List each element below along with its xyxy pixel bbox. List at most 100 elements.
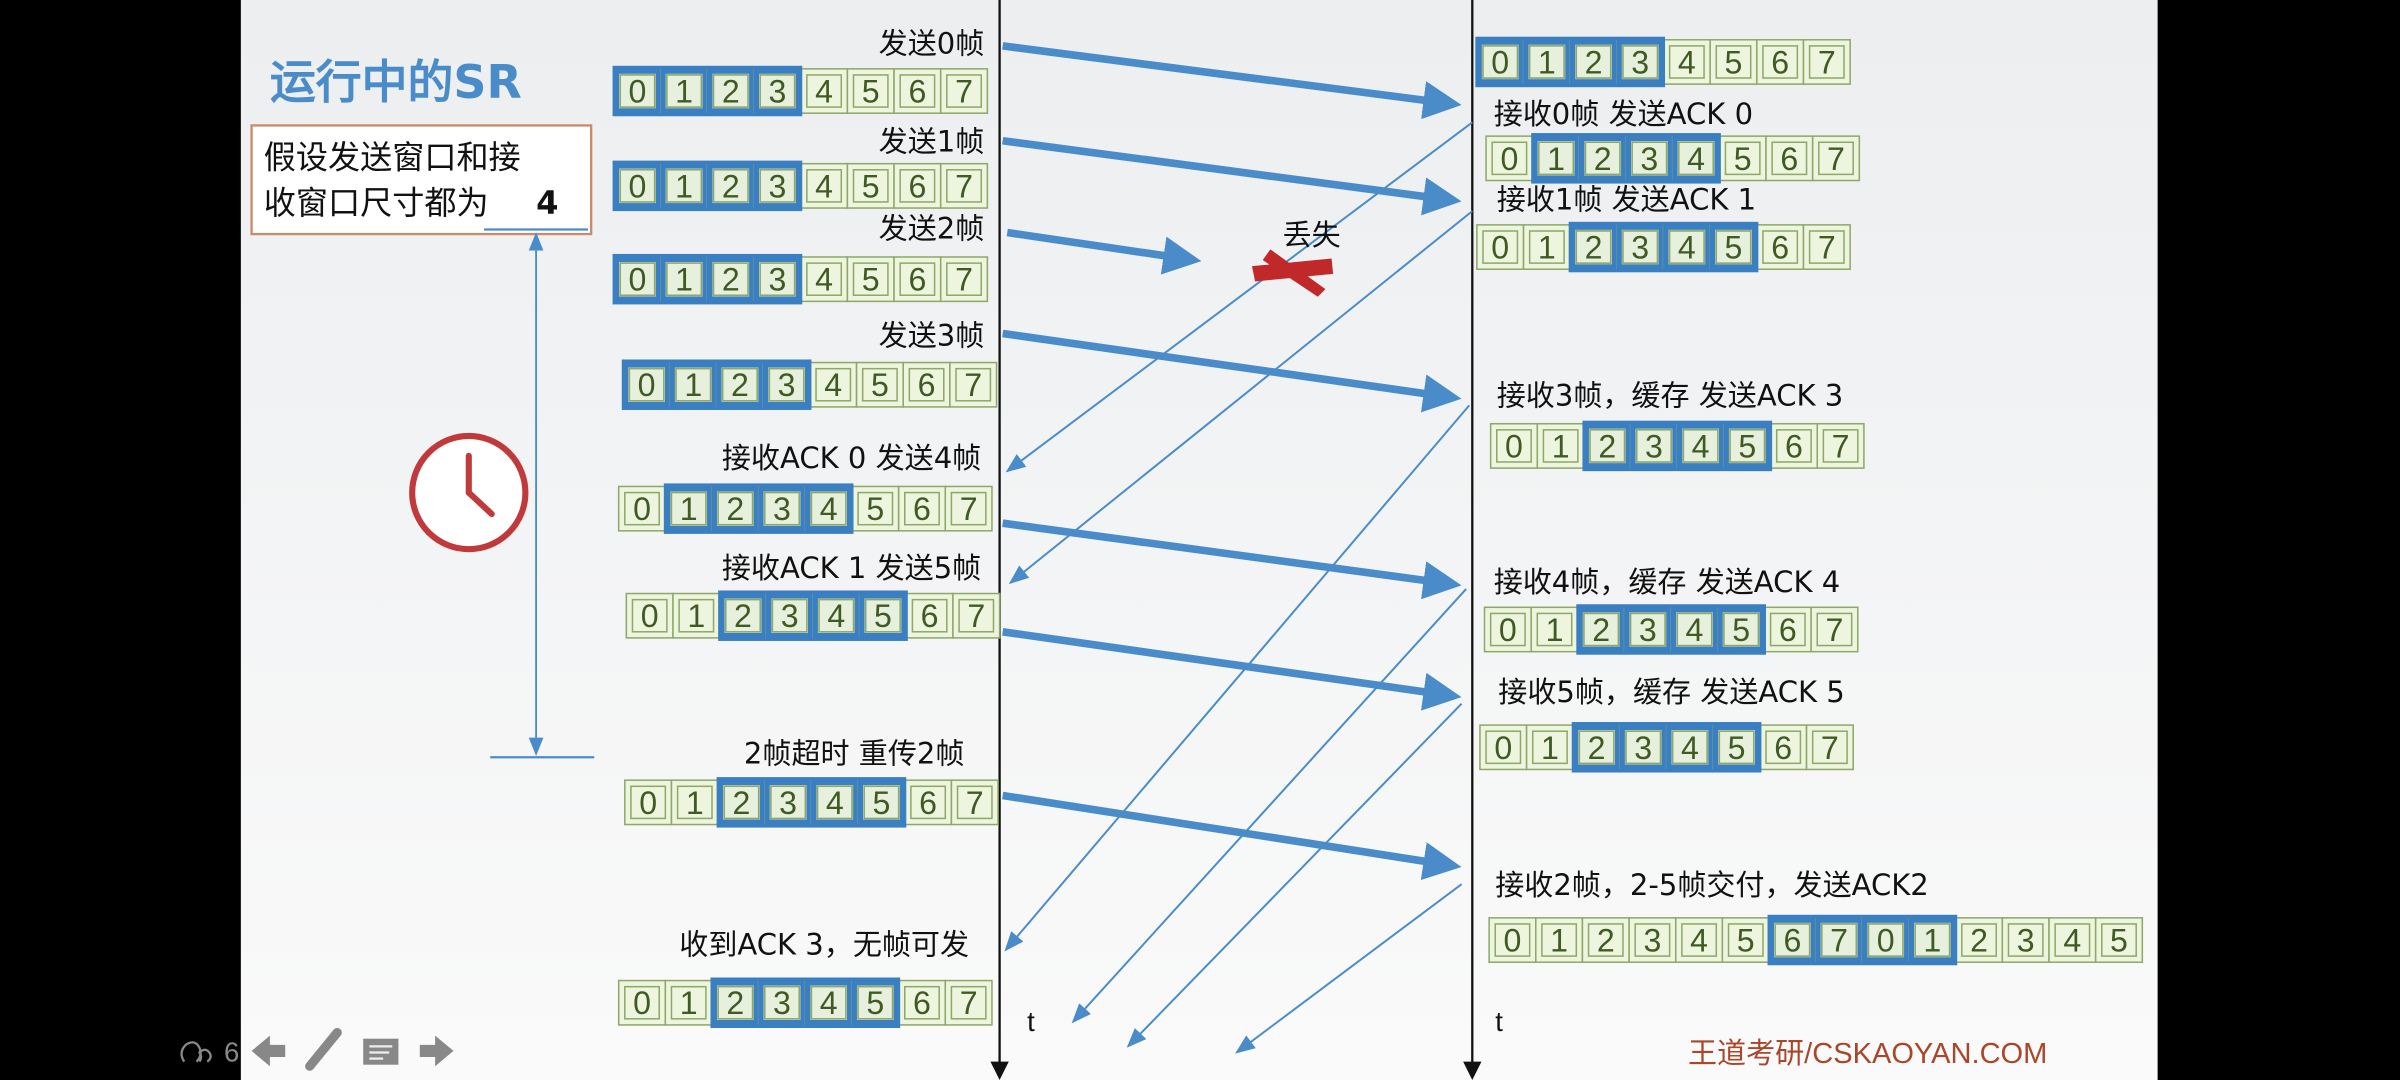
frame-arrow <box>1002 329 1462 413</box>
sequence-cell: 5 <box>2094 917 2144 963</box>
arrow-right-icon[interactable] <box>419 1035 454 1067</box>
ack-arrow <box>1235 883 1463 1054</box>
sequence-number: 0 <box>639 785 657 821</box>
sequence-cell: 6 <box>1756 224 1805 270</box>
window-cell: 3 <box>753 68 802 114</box>
sequence-number: 0 <box>1504 923 1522 959</box>
window-cell: 4 <box>804 485 853 532</box>
sequence-number: 1 <box>680 985 698 1021</box>
window-cell: 5 <box>1717 606 1766 653</box>
sequence-number: 1 <box>1923 923 1941 959</box>
sequence-number: 4 <box>1678 44 1696 80</box>
sequence-number: 2 <box>1585 44 1603 80</box>
window-cell: 6 <box>1768 917 1817 963</box>
sequence-number: 3 <box>768 73 786 109</box>
sequence-number: 3 <box>1640 141 1658 177</box>
sliding-window-frame <box>612 65 803 117</box>
frame-arrow <box>1002 42 1462 120</box>
window-cell: 2 <box>1569 224 1618 270</box>
sequence-cell: 0 <box>617 979 667 1026</box>
sequence-cell: 6 <box>1756 39 1805 85</box>
window-cell: 4 <box>812 592 861 639</box>
sequence-cell: 5 <box>846 256 895 303</box>
sequence-number: 3 <box>779 785 797 821</box>
frame-arrow <box>1002 519 1462 600</box>
sequence-cell: 6 <box>893 162 942 209</box>
sequence-number: 1 <box>1550 923 1568 959</box>
sender-event-label: 发送3帧 <box>879 319 985 353</box>
window-cell: 2 <box>706 256 755 303</box>
sequence-cell: 5 <box>1721 917 1770 963</box>
sequence-number: 1 <box>1547 141 1565 177</box>
window-cell: 1 <box>1531 135 1581 182</box>
sequence-number: 7 <box>960 985 978 1021</box>
sequence-number: 0 <box>633 491 651 527</box>
sequence-number: 5 <box>871 367 889 403</box>
sequence-cell: 7 <box>944 979 993 1026</box>
sequence-number: 5 <box>1737 923 1755 959</box>
sliding-window-frame <box>663 483 854 534</box>
sequence-number: 1 <box>687 598 705 634</box>
sequence-number: 6 <box>1774 730 1792 766</box>
receiver-time-label: t <box>1495 1006 1503 1037</box>
participants-button[interactable]: 6 <box>180 1037 240 1068</box>
sequence-number: 6 <box>1785 428 1803 464</box>
window-cell: 4 <box>1662 224 1711 270</box>
sequence-cell: 6 <box>893 68 942 114</box>
sequence-number: 7 <box>1818 44 1836 80</box>
ack-arrow <box>1126 702 1463 1048</box>
sequence-cell: 6 <box>897 485 947 532</box>
window-cell: 3 <box>757 979 807 1026</box>
sequence-cell: 0 <box>625 592 674 639</box>
sender-event-label: 发送0帧 <box>879 27 985 61</box>
sequence-number: 5 <box>1734 141 1752 177</box>
sequence-cell: 7 <box>939 256 989 303</box>
sequence-cell: 4 <box>809 361 858 408</box>
frame-arrow <box>1002 136 1462 216</box>
sequence-cell: 6 <box>902 361 951 408</box>
sequence-number: 5 <box>1728 730 1746 766</box>
pencil-icon[interactable] <box>305 1027 342 1071</box>
window-cell: 2 <box>706 68 755 114</box>
sequence-number: 7 <box>1826 612 1844 648</box>
sender-event-label: 接收ACK 0 发送4帧 <box>722 441 981 475</box>
sequence-cell: 6 <box>1759 724 1808 771</box>
sequence-number: 4 <box>824 367 842 403</box>
sequence-number: 7 <box>1827 141 1845 177</box>
arrow-left-icon[interactable] <box>251 1035 286 1067</box>
sequence-number: 2 <box>722 73 740 109</box>
sliding-window-frame <box>718 590 908 641</box>
sequence-number: 3 <box>773 491 791 527</box>
sequence-cell: 5 <box>846 162 895 209</box>
window-cell: 3 <box>1616 224 1665 270</box>
sequence-number: 2 <box>1594 141 1612 177</box>
sequence-cell: 7 <box>939 68 989 114</box>
sequence-number: 7 <box>1821 730 1839 766</box>
sequence-cell: 0 <box>1488 917 1537 963</box>
notes-icon[interactable] <box>363 1038 399 1065</box>
sequence-cell: 7 <box>952 592 1001 639</box>
sequence-number: 1 <box>1541 730 1559 766</box>
sliding-window-frame <box>1576 604 1767 655</box>
sliding-window-frame <box>1475 36 1666 88</box>
participants-icon <box>180 1041 212 1063</box>
sequence-number: 4 <box>815 73 833 109</box>
sequence-number: 4 <box>826 785 844 821</box>
sequence-number: 7 <box>955 73 973 109</box>
sequence-number: 2 <box>726 985 744 1021</box>
window-cell: 2 <box>715 361 765 408</box>
sequence-number: 2 <box>1588 730 1606 766</box>
sequence-number: 4 <box>1690 923 1708 959</box>
ack-arrow <box>1004 404 1470 952</box>
sequence-cell: 7 <box>1810 606 1859 653</box>
sequence-cell: 0 <box>617 485 667 532</box>
window-cell: 2 <box>1572 724 1621 771</box>
sequence-number: 3 <box>768 262 786 298</box>
sequence-cell: 7 <box>1811 135 1861 182</box>
sequence-number: 3 <box>1639 612 1657 648</box>
